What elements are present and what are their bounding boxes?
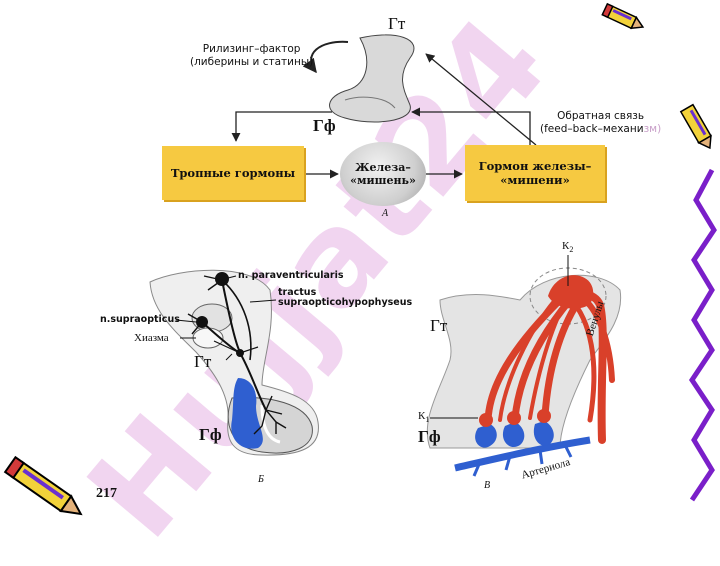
feedback-line2: (feed–back–механизм) (540, 123, 661, 136)
releasing-factor-line2: (либерины и статины) (190, 56, 314, 68)
pencil-icon (679, 103, 712, 150)
diagram-b-caption: Б (258, 474, 264, 485)
diagram-b-illustration (149, 269, 319, 456)
tropic-hormones-box: Тропные гормоны (162, 146, 304, 200)
decorative-zigzag (688, 168, 717, 502)
diagram-c-gt-label: Гт (430, 316, 448, 335)
k2-subscript: 2 (569, 245, 574, 255)
diagram-a-gf-label: Гф (313, 116, 336, 135)
diagram-b-gf-label: Гф (199, 425, 222, 444)
paraventricular-label: n. paraventricularis (238, 270, 344, 281)
k2-label: К2 (562, 240, 573, 254)
page-number: 217 (96, 486, 117, 501)
chiasm-label: Хиазма (134, 332, 169, 344)
pencil-icon (3, 455, 83, 516)
k1-letter: К (418, 410, 426, 422)
k2-letter: К (562, 240, 570, 252)
tractus-line2: supraopticohypophyseus (278, 297, 413, 308)
diagram-a-gt-label: Гт (388, 14, 406, 33)
k1-label: К1 (418, 410, 429, 424)
supraopticus-label: n.supraopticus (100, 314, 180, 325)
target-hormone-box: Гормон железы– «мишени» (465, 145, 605, 201)
diagram-c-gf-label: Гф (418, 427, 441, 446)
target-hormone-line2: «мишени» (500, 173, 570, 187)
feedback-label: Обратная связь (feed–back–механизм) (540, 110, 661, 136)
feedback-line2-text: (feed–back–механи (540, 123, 644, 135)
feedback-line1: Обратная связь (557, 110, 645, 122)
releasing-factor-label: Рилизинг–фактор (либерины и статины) (190, 43, 313, 69)
target-gland-line2: «мишень» (350, 174, 416, 187)
releasing-factor-line1: Рилизинг–фактор (202, 43, 301, 55)
diagram-a-caption: А (382, 208, 389, 219)
pencil-icon (601, 2, 645, 30)
diagram-c-caption: В (484, 480, 491, 491)
target-hormone-line1: Гормон железы– (478, 159, 592, 173)
tractus-label: tractus supraopticohypophyseus (278, 288, 412, 308)
diagram-c-illustration (426, 255, 622, 477)
diagram-a-connectors (231, 34, 537, 179)
target-gland-circle: Железа– «мишень» (340, 142, 426, 206)
k1-subscript: 1 (425, 415, 430, 425)
tractus-line1: tractus (278, 287, 317, 298)
diagram-b-gt-label: Гт (194, 352, 212, 371)
target-gland-line1: Железа– (355, 161, 411, 174)
feedback-line2-faded: зм) (643, 123, 662, 135)
